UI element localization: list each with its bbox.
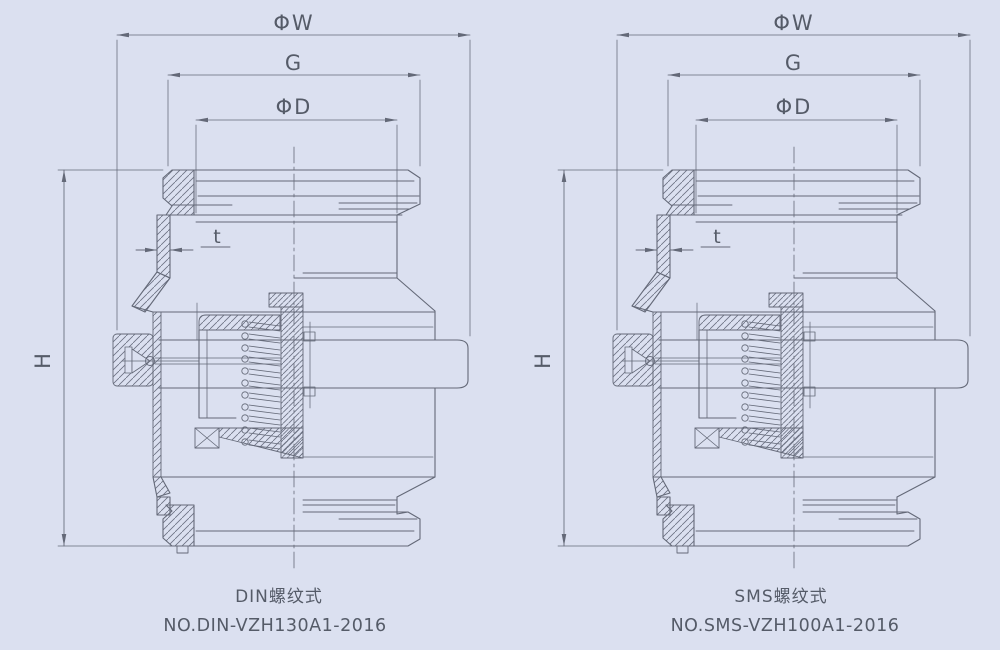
sms-dim-label-thread: G [785, 51, 803, 75]
sms-dim-label-wall-thickness: t [713, 226, 720, 248]
sms-caption-type: SMS螺纹式 [734, 587, 827, 607]
din-dim-label-thread: G [285, 51, 303, 75]
din-dim-label-outer-width: ΦW [273, 11, 314, 35]
din-dim-label-wall-thickness: t [213, 226, 220, 248]
din-dim-label-height: H [31, 351, 55, 369]
din-dim-label-bore: ΦD [276, 95, 313, 119]
din-caption-model-no: NO.DIN-VZH130A1-2016 [163, 616, 386, 636]
sms-dim-label-bore: ΦD [776, 95, 813, 119]
sms-dim-label-outer-width: ΦW [773, 11, 814, 35]
din-valve-cross-section [57, 32, 471, 571]
sms-valve-cross-section [557, 32, 971, 571]
sms-caption-model-no: NO.SMS-VZH100A1-2016 [671, 616, 900, 636]
din-caption-type: DIN螺纹式 [235, 587, 323, 607]
sms-dim-label-height: H [531, 351, 555, 369]
